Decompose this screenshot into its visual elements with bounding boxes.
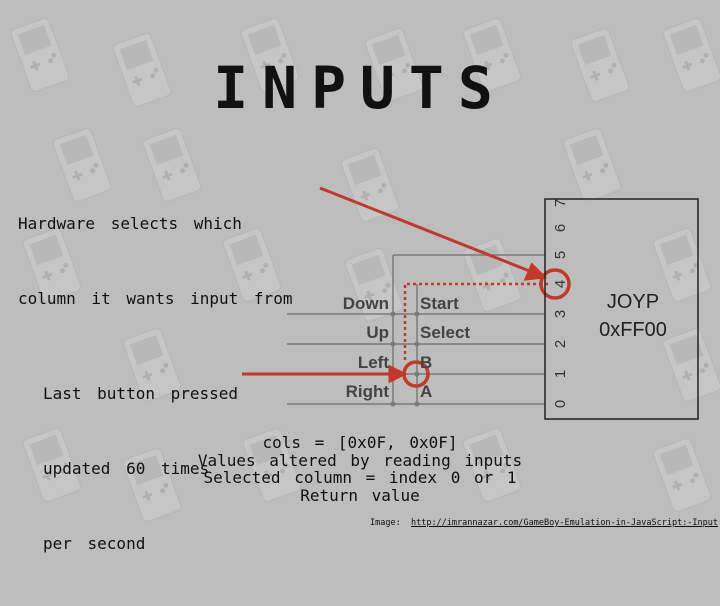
- pin-label-4: 4: [552, 280, 569, 288]
- gameboy-watermark-icon: [567, 25, 632, 106]
- joyp-register-label: JOYP 0xFF00: [570, 288, 696, 344]
- gameboy-watermark-icon: [559, 125, 624, 206]
- annotation-last-line3: per second: [43, 534, 146, 553]
- gameboy-watermark-icon: [239, 425, 304, 506]
- image-credit: Image: http://imrannazar.com/GameBoy-Emu…: [370, 518, 718, 528]
- gameboy-watermark-icon: [361, 25, 426, 106]
- gameboy-watermark-icon: [649, 225, 714, 306]
- gameboy-watermark-icon: [19, 225, 84, 306]
- gameboy-watermark-icon: [219, 225, 284, 306]
- register-name: JOYP: [606, 291, 660, 313]
- bottom-line4: Return value: [300, 485, 420, 505]
- gameboy-watermark-icon: [237, 15, 302, 96]
- gameboy-watermark-icon: [341, 245, 406, 326]
- gameboy-watermark-icon: [119, 445, 184, 526]
- gameboy-watermark-icon: [459, 425, 524, 506]
- slide-title: INPUTS: [213, 54, 507, 122]
- bottom-text: cols = [0x0F, 0x0F] Values altered by re…: [0, 434, 720, 504]
- label-select: Select: [420, 323, 471, 342]
- label-left: Left: [357, 353, 389, 372]
- slide: INPUTS: [0, 15, 720, 553]
- gameboy-watermark-icon: [119, 325, 184, 406]
- gameboy-watermark-icon: [659, 15, 720, 96]
- annotation-hardware-line2: column it wants input from: [18, 289, 293, 308]
- pin-label-2: 2: [552, 340, 569, 348]
- annotation-last-line2: updated 60 times: [43, 459, 210, 478]
- pin-label-5: 5: [552, 251, 569, 259]
- bottom-line1: cols = [0x0F, 0x0F]: [262, 433, 458, 452]
- joyp-register-box: [544, 198, 699, 420]
- annotation-hardware: Hardware selects which column it wants i…: [18, 161, 292, 361]
- label-a: A: [420, 382, 433, 401]
- pin-label-3: 3: [552, 310, 569, 318]
- gameboy-watermark-icon: [109, 30, 174, 111]
- pin-label-7: 7: [552, 199, 569, 207]
- bottom-line2: Values altered by reading inputs: [197, 450, 523, 470]
- junction-dots: [390, 311, 420, 407]
- gameboy-watermark-icon: [459, 15, 524, 96]
- credit-link[interactable]: http://imrannazar.com/GameBoy-Emulation-…: [410, 518, 719, 528]
- input-diagram: 0 1 2 3 4 5 6 7: [242, 186, 699, 420]
- label-start: Start: [420, 294, 459, 313]
- gameboy-watermark-icon: [649, 435, 714, 516]
- pin4-highlight: [539, 268, 571, 300]
- annotation-last-line1: Last button pressed: [43, 384, 239, 403]
- label-down: Down: [342, 294, 389, 313]
- gameboy-watermark-icon: [659, 325, 720, 406]
- pin-label-6: 6: [552, 224, 569, 232]
- gameboy-watermark-icon: [19, 425, 84, 506]
- pin-label-0: 0: [552, 400, 569, 408]
- bottom-line3: Selected column = index 0 or 1: [203, 468, 517, 487]
- label-b: B: [420, 353, 433, 372]
- pin-labels: 0 1 2 3 4 5 6 7: [552, 199, 569, 408]
- gameboy-watermark-icon: [459, 235, 524, 316]
- label-up: Up: [366, 323, 389, 342]
- label-right: Right: [345, 382, 389, 401]
- arrow-hardware: [319, 186, 533, 274]
- selected-path: [403, 282, 550, 360]
- credit-label: Image:: [370, 518, 401, 528]
- register-address: 0xFF00: [599, 319, 667, 341]
- gameboy-watermark-icon: [7, 15, 72, 96]
- annotation-hardware-line1: Hardware selects which: [18, 214, 242, 233]
- pin-label-1: 1: [552, 370, 569, 378]
- gameboy-watermark-icon: [49, 125, 114, 206]
- gameboy-watermark-icon: [139, 125, 204, 206]
